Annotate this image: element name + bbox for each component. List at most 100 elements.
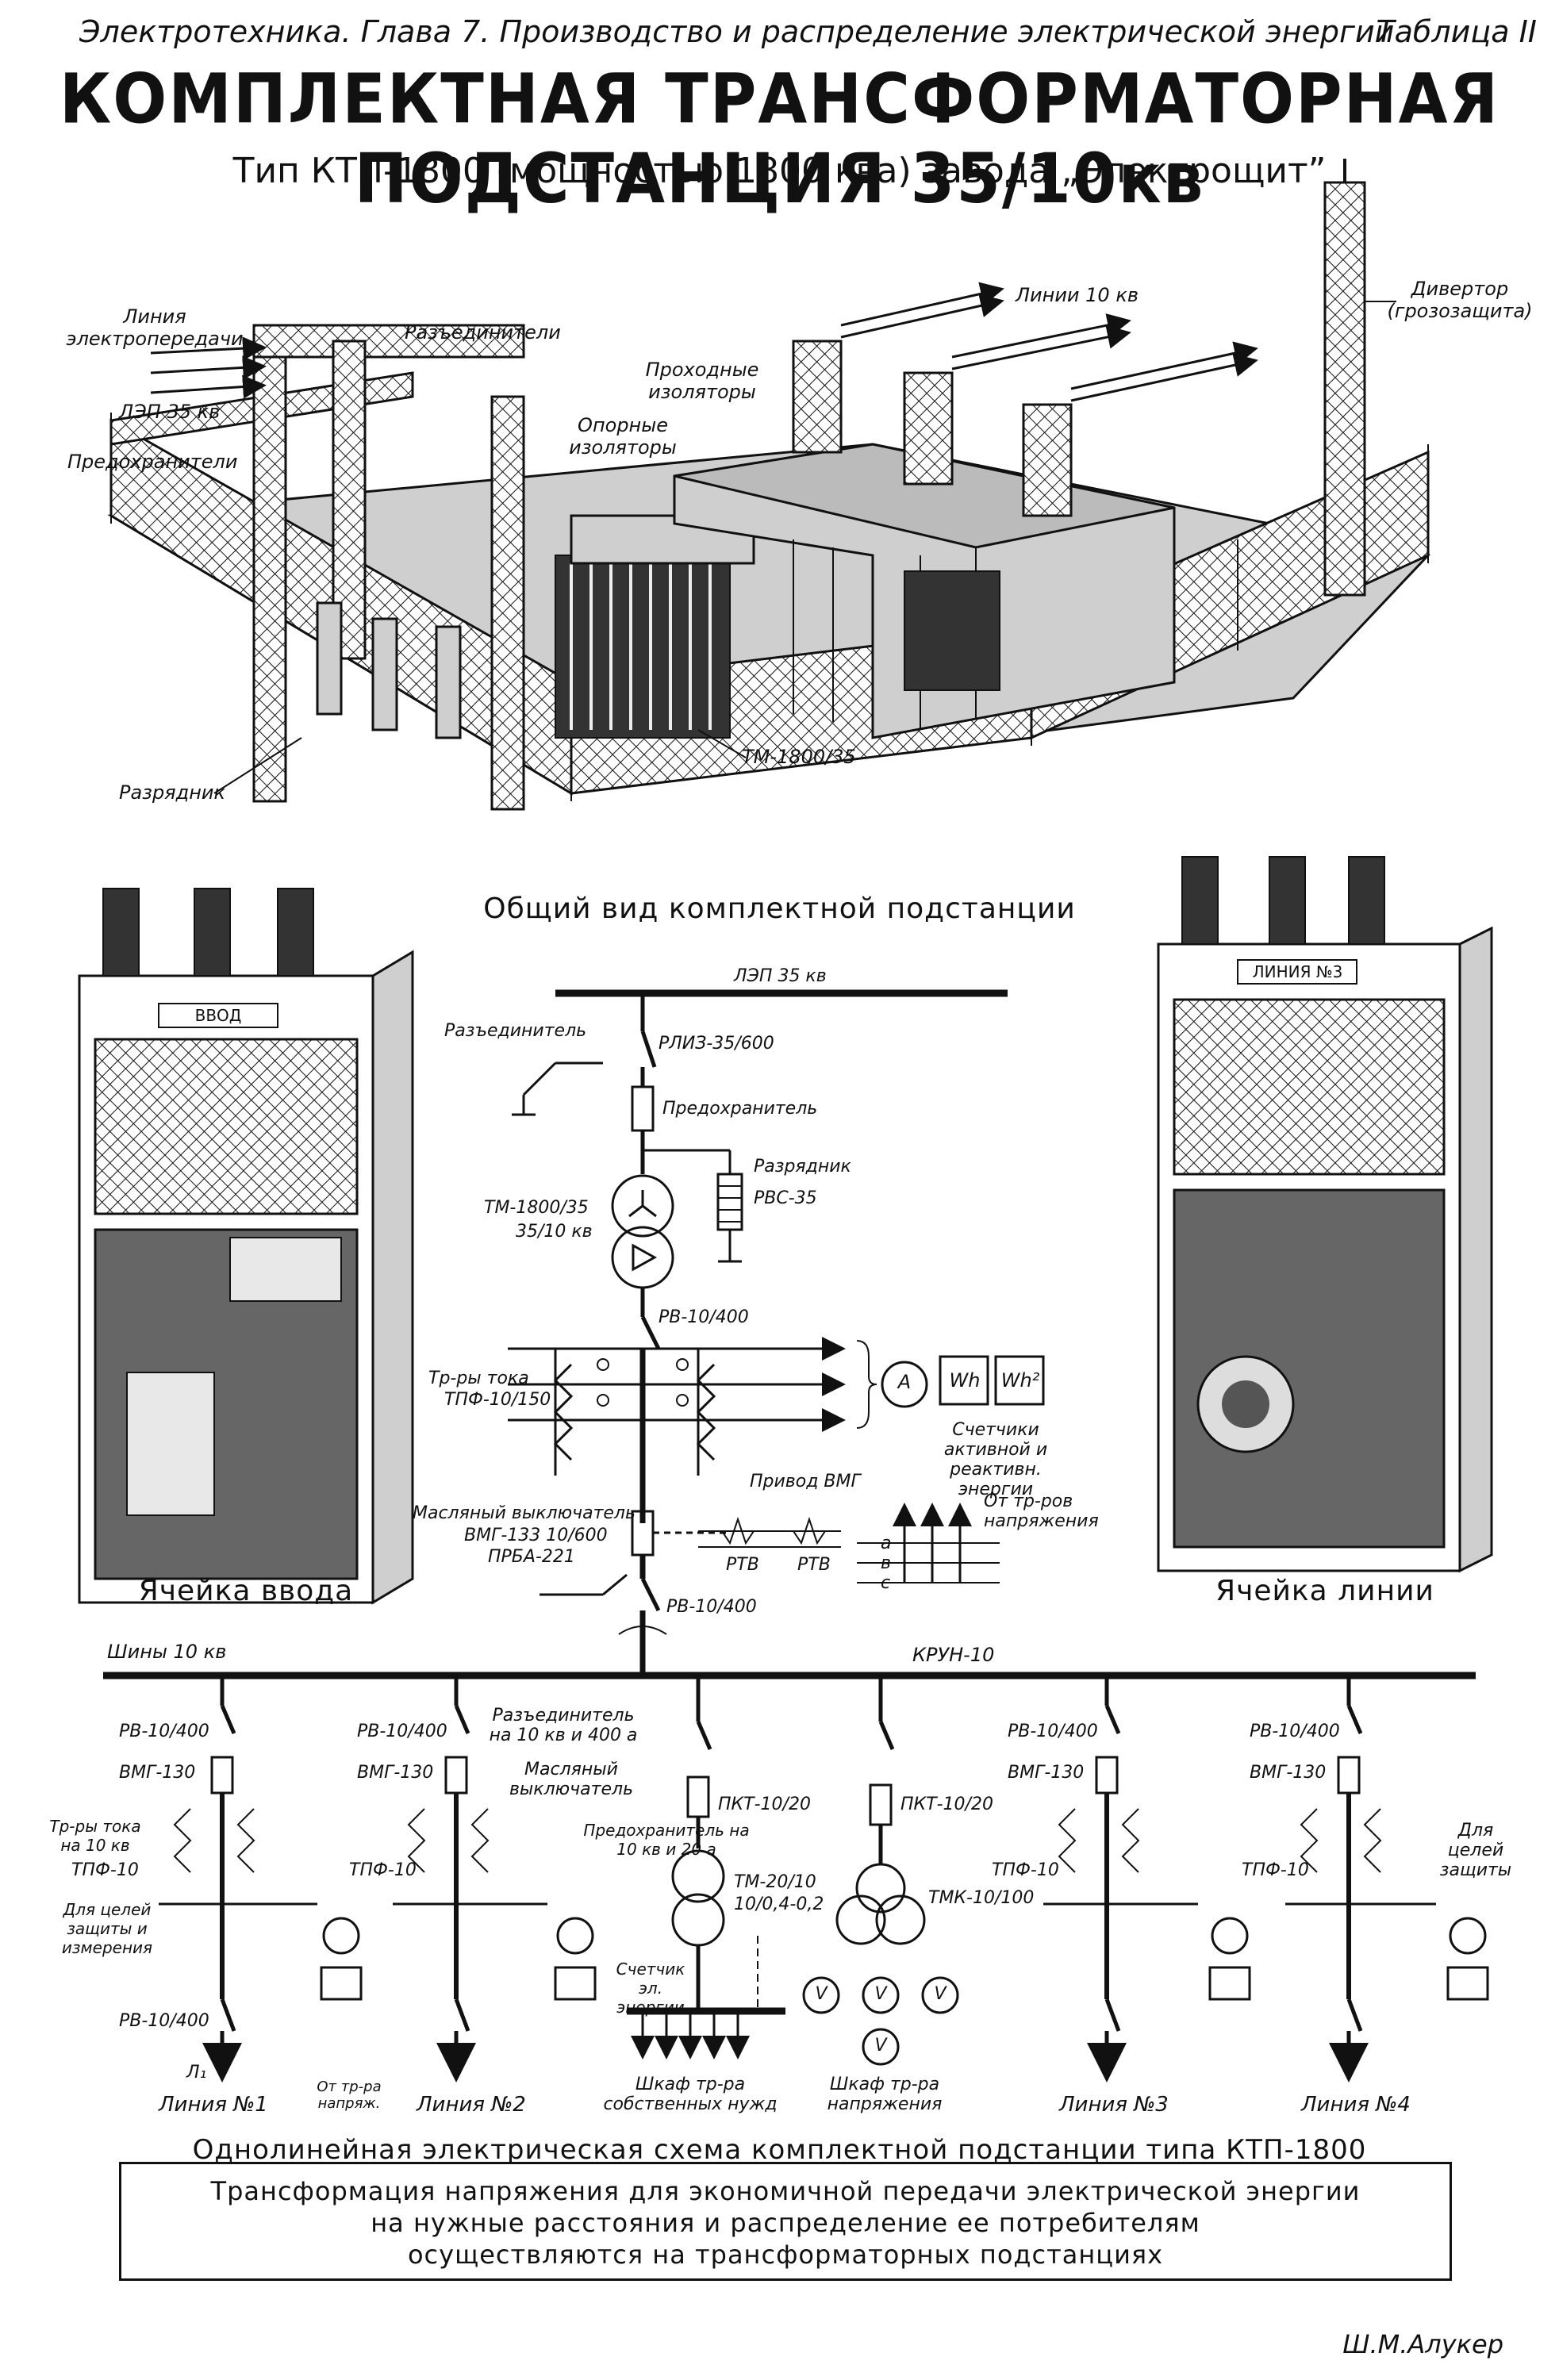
roof-bushings — [792, 340, 1073, 517]
scheme-disconnector: Разъединитель — [444, 1021, 587, 1041]
f3-line: Линия №3 — [1059, 2093, 1169, 2117]
scheme-rliz: РЛИЗ-35/600 — [659, 1034, 774, 1054]
label-lep35: ЛЭП 35 кв — [119, 401, 221, 423]
f2-oil-breaker: Масляный выключатель — [509, 1760, 634, 1799]
divertor-tower — [1323, 181, 1366, 597]
input-cell-caption: Ячейка ввода — [138, 1575, 354, 1607]
f1-tpf: ТПФ-10 — [71, 1860, 139, 1880]
f3-tpf: ТПФ-10 — [992, 1860, 1059, 1880]
scheme-tm: ТМ-1800/35 — [484, 1198, 589, 1218]
scheme-phase-c: с — [881, 1573, 891, 1593]
scheme-rtv-2: РТВ — [797, 1555, 831, 1575]
scheme-rtv-1: РТВ — [726, 1555, 759, 1575]
scheme-krun: КРУН-10 — [912, 1644, 995, 1666]
note-line-1: Трансформация напряжения для экономичной… — [210, 2176, 1361, 2206]
author-signature: Ш.М.Алукер — [1342, 2329, 1503, 2359]
label-disconnectors: Разъединители — [405, 321, 561, 344]
general-view-illustration — [107, 159, 1430, 811]
scheme-arrester: Разрядник — [754, 1157, 851, 1177]
transformer-body — [555, 514, 755, 739]
label-support-insulators: Опорные изоляторы — [569, 414, 677, 459]
f1-vmg: ВМГ-130 — [119, 1763, 196, 1783]
label-lines-10kv: Линии 10 кв — [1016, 284, 1139, 306]
f1-protect-measure: Для целей защиты и измерения — [61, 1900, 153, 1957]
line-cell-caption: Ячейка линии — [1215, 1575, 1434, 1607]
scheme-ct: Тр-ры тока — [428, 1368, 529, 1388]
f-vt-v1: V — [815, 1984, 827, 2004]
table-number: Таблица II — [1376, 14, 1537, 49]
f4-tpf: ТПФ-10 — [1242, 1860, 1309, 1880]
f-vt-v3: V — [934, 1984, 947, 2004]
f4-rv: РВ-10/400 — [1250, 1722, 1340, 1741]
label-arrester: Разрядник — [119, 781, 225, 804]
f4-protect: Для целей защиты — [1439, 1821, 1512, 1880]
note-line-3: осуществляются на трансформаторных подст… — [407, 2240, 1164, 2270]
f-vt-cabinet: Шкаф тр-ра напряжения — [827, 2075, 943, 2114]
meter-wh-box — [939, 1355, 989, 1406]
scheme-caption: Однолинейная электрическая схема комплек… — [192, 2134, 1367, 2166]
f-vt-v4: V — [874, 2036, 887, 2056]
scheme-meter-wh: Wh — [949, 1369, 981, 1392]
ammeter-circle — [881, 1361, 928, 1408]
f2-rv: РВ-10/400 — [357, 1722, 447, 1741]
feeder-2 — [393, 1676, 597, 2082]
f-own-pkt: ПКТ-10/20 — [718, 1795, 811, 1814]
main-transformer-hv — [611, 1174, 674, 1238]
scheme-meter-wh2: Wh² — [1000, 1369, 1040, 1392]
f-own-fuse10: Предохранитель на 10 кв и 20 а — [583, 1821, 750, 1859]
scheme-lep: ЛЭП 35 кв — [734, 966, 827, 986]
scheme-prba: ПРБА-221 — [488, 1547, 575, 1567]
page-title: КОМПЛЕКТНАЯ ТРАНСФОРМАТОРНАЯ ПОДСТАНЦИЯ … — [59, 59, 1500, 219]
line-cell-plate: ЛИНИЯ №3 — [1252, 962, 1343, 981]
feeder-own-needs — [627, 1676, 785, 2059]
scheme-rvs: РВС-35 — [754, 1188, 817, 1208]
scheme-meter-a: A — [897, 1371, 912, 1393]
scheme-from-vt: От тр-ров напряжения — [984, 1491, 1099, 1531]
scheme-meters: Счетчики активной и реактивн. энергии — [943, 1420, 1048, 1499]
f3-vmg: ВМГ-130 — [1008, 1763, 1085, 1783]
f-own-needs: Шкаф тр-ра собственных нужд — [603, 2075, 778, 2114]
scheme-breaker: Масляный выключатель — [413, 1503, 636, 1523]
label-transformer: ТМ-1800/35 — [742, 746, 856, 768]
single-line-scheme — [103, 989, 1489, 2082]
input-cell-illustration — [78, 888, 414, 1605]
scheme-vmg133: ВМГ-133 10/600 — [464, 1526, 608, 1545]
portal-towers — [252, 324, 525, 811]
note-line-2: на нужные расстояния и распределение ее … — [371, 2208, 1200, 2238]
f1-ct10: Тр-ры тока на 10 кв — [49, 1817, 141, 1855]
f-vt-pkt: ПКТ-10/20 — [900, 1795, 993, 1814]
chapter-header: Электротехника. Глава 7. Производство и … — [79, 14, 1395, 49]
f4-line: Линия №4 — [1301, 2093, 1411, 2117]
f2-disc10: Разъединитель на 10 кв и 400 а — [489, 1706, 638, 1745]
fuse-symbol — [631, 1085, 655, 1132]
label-divertor: Дивертор (грозозащита) — [1387, 278, 1533, 322]
label-fuses: Предохранители — [67, 451, 238, 473]
f-vt-tmk: ТМК-10/100 — [928, 1888, 1035, 1908]
f1-rv-bottom: РВ-10/400 — [119, 2011, 209, 2031]
scheme-fuse: Предохранитель — [662, 1099, 818, 1119]
input-cell-plate: ВВОД — [194, 1006, 242, 1025]
scheme-tpf: ТПФ-10/150 — [444, 1390, 551, 1410]
f1-l1: Л₁ — [186, 2063, 207, 2082]
general-view-caption: Общий вид комплектной подстанции — [483, 892, 1076, 925]
page-subtitle: Тип КТП-1800 (мощностью 1800 ква) завода… — [232, 151, 1327, 191]
label-through-insulators: Проходные изоляторы — [645, 359, 759, 403]
f4-vmg: ВМГ-130 — [1250, 1763, 1327, 1783]
scheme-drive: Привод ВМГ — [750, 1472, 861, 1491]
f2-vmg: ВМГ-130 — [357, 1763, 434, 1783]
feeder-vt — [802, 1676, 959, 2066]
meter-wh2-box — [994, 1355, 1045, 1406]
f1-line: Линия №1 — [159, 2093, 268, 2117]
note-box: Трансформация напряжения для экономичной… — [119, 2162, 1452, 2281]
scheme-rv-bottom: РВ-10/400 — [666, 1597, 757, 1617]
f1-rv: РВ-10/400 — [119, 1722, 209, 1741]
f2-meter-el: Счетчик эл. энергии — [616, 1960, 685, 2017]
f3-rv: РВ-10/400 — [1008, 1722, 1098, 1741]
f2-line: Линия №2 — [417, 2093, 526, 2117]
label-power-line: Линия электропередачи — [66, 305, 244, 350]
krun-cabinet — [673, 443, 1176, 739]
scheme-phase-a: a — [881, 1534, 892, 1553]
scheme-busbars: Шины 10 кв — [107, 1641, 227, 1663]
f1-from-vt: От тр-ра напряж. — [317, 2079, 382, 2112]
